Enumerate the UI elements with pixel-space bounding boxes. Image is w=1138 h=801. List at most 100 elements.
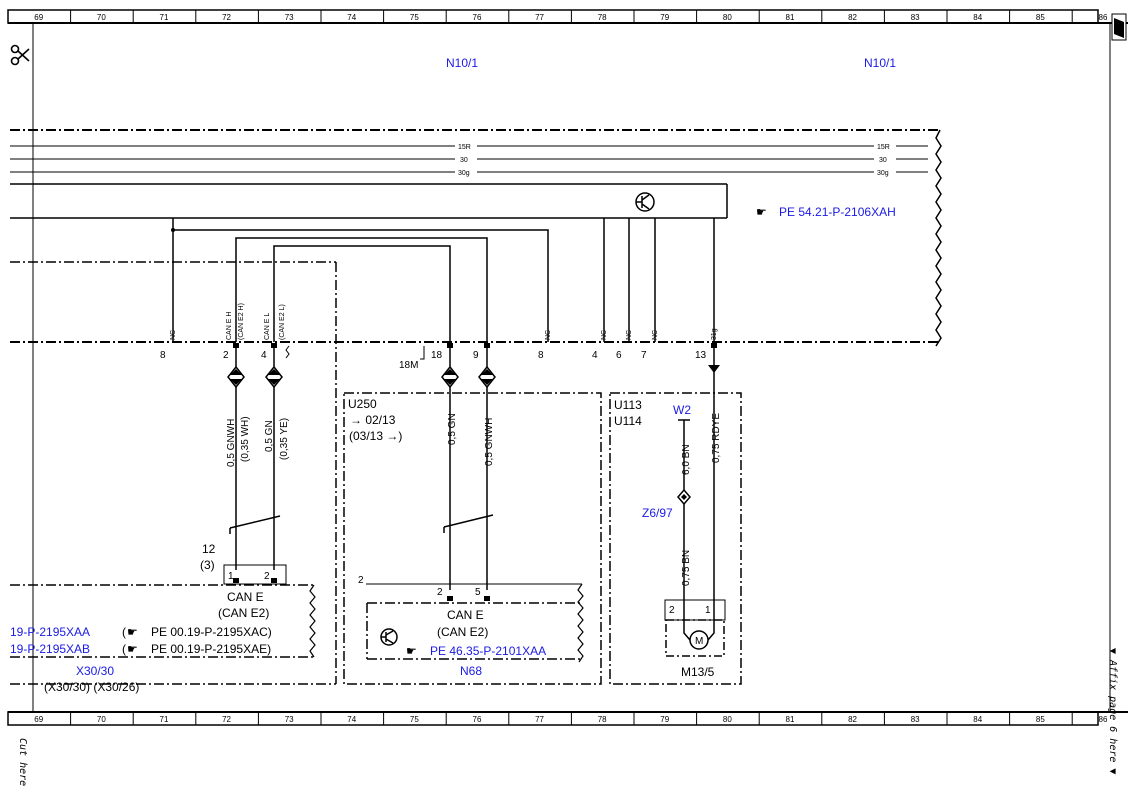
n68-break-edge bbox=[577, 583, 584, 663]
pin-can-e2-h: (CAN E2 H) bbox=[238, 303, 245, 340]
reference-19-xaa[interactable]: 19-P-2195XAA bbox=[10, 625, 90, 639]
pointer-open-1: ( bbox=[122, 625, 126, 639]
pin-labels: NC CAN E H (CAN E2 H) CAN E L (CAN E2 L)… bbox=[170, 303, 718, 340]
ground-w2-label[interactable]: W2 bbox=[673, 403, 691, 417]
ruler-number: 72 bbox=[222, 13, 231, 22]
ruler-number: 82 bbox=[848, 715, 857, 724]
ruler-number: 75 bbox=[410, 715, 419, 724]
module-u114: U114 bbox=[614, 414, 642, 428]
reference-xac[interactable]: 19-P-2195XAA ( ☛ PE 00.19-P-2195XAC) bbox=[10, 625, 272, 639]
splice-icon bbox=[478, 365, 496, 389]
pin-number-13: 13 bbox=[695, 350, 707, 361]
module-n10-1-right: N10/1 bbox=[864, 56, 896, 70]
x30-can-e2: (CAN E2) bbox=[218, 606, 269, 620]
x30-pin-1: 1 bbox=[228, 571, 234, 582]
shield-squiggle bbox=[285, 345, 290, 359]
ruler-number: 84 bbox=[973, 13, 982, 22]
cut-here-text: Cut here bbox=[17, 738, 28, 786]
pin-nc-1: NC bbox=[170, 330, 177, 340]
bus-30g-label-b: 30g bbox=[877, 170, 889, 177]
x30-break-edge bbox=[309, 584, 316, 658]
wire-label-1-alt: (0,35 WH) bbox=[240, 416, 251, 462]
affix-page-text: ▼ Affix page 6 here ▼ bbox=[1107, 648, 1118, 774]
n68-box bbox=[366, 602, 582, 660]
m13-5-pin-2: 2 bbox=[669, 605, 675, 616]
bus-30g-label-a: 30g bbox=[458, 170, 470, 177]
reference-pe-00-xae[interactable]: PE 00.19-P-2195XAE) bbox=[151, 642, 271, 656]
reference-pe-46[interactable]: ☛ PE 46.35-P-2101XAA bbox=[406, 644, 546, 658]
splice-icon bbox=[441, 365, 459, 389]
x30-pin-block bbox=[223, 564, 287, 585]
ruler-number: 81 bbox=[786, 13, 795, 22]
ruler-number: 78 bbox=[598, 715, 607, 724]
reference-19-xab[interactable]: 19-P-2195XAB bbox=[10, 642, 90, 656]
n68-pin-2a: 2 bbox=[358, 575, 364, 586]
u250-box bbox=[343, 392, 602, 685]
hand-pointer-icon: ☛ bbox=[756, 205, 767, 219]
hand-pointer-icon: ☛ bbox=[406, 644, 417, 658]
module-x30-30: X30/30 bbox=[76, 664, 114, 678]
module-n68: N68 bbox=[460, 664, 482, 678]
wire-label-2: 0,5 GN bbox=[264, 420, 275, 452]
wire-label-7: 0,75 BN bbox=[681, 550, 692, 586]
bus-30-label-a: 30 bbox=[460, 157, 468, 164]
ruler-number: 69 bbox=[34, 715, 43, 724]
ruler-number: 85 bbox=[1036, 715, 1045, 724]
ruler-number: 72 bbox=[222, 715, 231, 724]
reference-pe-46-text[interactable]: PE 46.35-P-2101XAA bbox=[430, 644, 546, 658]
ruler-number: 76 bbox=[473, 13, 482, 22]
x30-box bbox=[10, 584, 314, 658]
ruler-number: 76 bbox=[473, 715, 482, 724]
pin-can-e-l: CAN E L bbox=[264, 313, 271, 340]
z6-97-splice-icon bbox=[677, 488, 691, 506]
n68-pin-5: 5 bbox=[475, 587, 481, 598]
arrow-down-icon bbox=[708, 365, 720, 373]
ruler-number: 71 bbox=[160, 715, 169, 724]
ruler-number: 80 bbox=[723, 715, 732, 724]
ruler-number: 86 bbox=[1099, 715, 1108, 724]
ruler-number: 78 bbox=[598, 13, 607, 22]
wire-label-5: 6,0 BN bbox=[681, 444, 692, 475]
connector-12-label: 12 bbox=[202, 542, 216, 556]
internal-control-block bbox=[10, 183, 728, 219]
splice-icon bbox=[265, 365, 283, 389]
pin-number-8b: 8 bbox=[538, 350, 544, 361]
motor-symbol: M bbox=[695, 636, 703, 647]
ruler-number: 83 bbox=[911, 715, 920, 724]
wire-label-6: 0,75 RDYE bbox=[711, 413, 722, 463]
splice-z6-97-label[interactable]: Z6/97 bbox=[642, 506, 673, 520]
reference-pe-00-xac[interactable]: PE 00.19-P-2195XAC) bbox=[151, 625, 272, 639]
bus-labels: 15R 30 30g 15R 30 30g bbox=[455, 142, 896, 177]
ruler-number: 77 bbox=[535, 13, 544, 22]
reference-xae[interactable]: 19-P-2195XAB ( ☛ PE 00.19-P-2195XAE) bbox=[10, 642, 271, 656]
ruler-number: 77 bbox=[535, 715, 544, 724]
hand-pointer-icon: ☛ bbox=[127, 642, 138, 656]
u250-valid-from: → 02/13 bbox=[350, 413, 396, 427]
ruler-number: 79 bbox=[660, 13, 669, 22]
wire-label-2-alt: (0,35 YE) bbox=[279, 418, 290, 460]
u113-u114-box bbox=[609, 392, 742, 685]
n10-1-break-edge bbox=[935, 129, 942, 347]
module-n10-1-left: N10/1 bbox=[446, 56, 478, 70]
module-u113: U113 bbox=[614, 398, 642, 412]
motor-icon: M bbox=[689, 630, 709, 650]
pin-numbers: 8 2 4 18 9 8 4 6 7 13 bbox=[160, 350, 707, 361]
bus-30-label-b: 30 bbox=[879, 157, 887, 164]
pin-number-18: 18 bbox=[431, 350, 443, 361]
reference-pe-54-text[interactable]: PE 54.21-P-2106XAH bbox=[779, 205, 896, 219]
connector-18m bbox=[420, 346, 425, 360]
module-m13-5: M13/5 bbox=[681, 665, 715, 679]
ruler-number: 74 bbox=[347, 715, 356, 724]
transistor-icon bbox=[380, 628, 398, 646]
wire-label-3: 0,5 GN bbox=[447, 413, 458, 445]
reference-pe-54[interactable]: ☛ PE 54.21-P-2106XAH bbox=[756, 205, 896, 219]
motor-wiring bbox=[683, 605, 715, 641]
n68-pin-stubs bbox=[447, 596, 490, 601]
ruler-number: 82 bbox=[848, 13, 857, 22]
pin-nc-4: NC bbox=[626, 330, 633, 340]
ruler-number: 73 bbox=[285, 715, 294, 724]
